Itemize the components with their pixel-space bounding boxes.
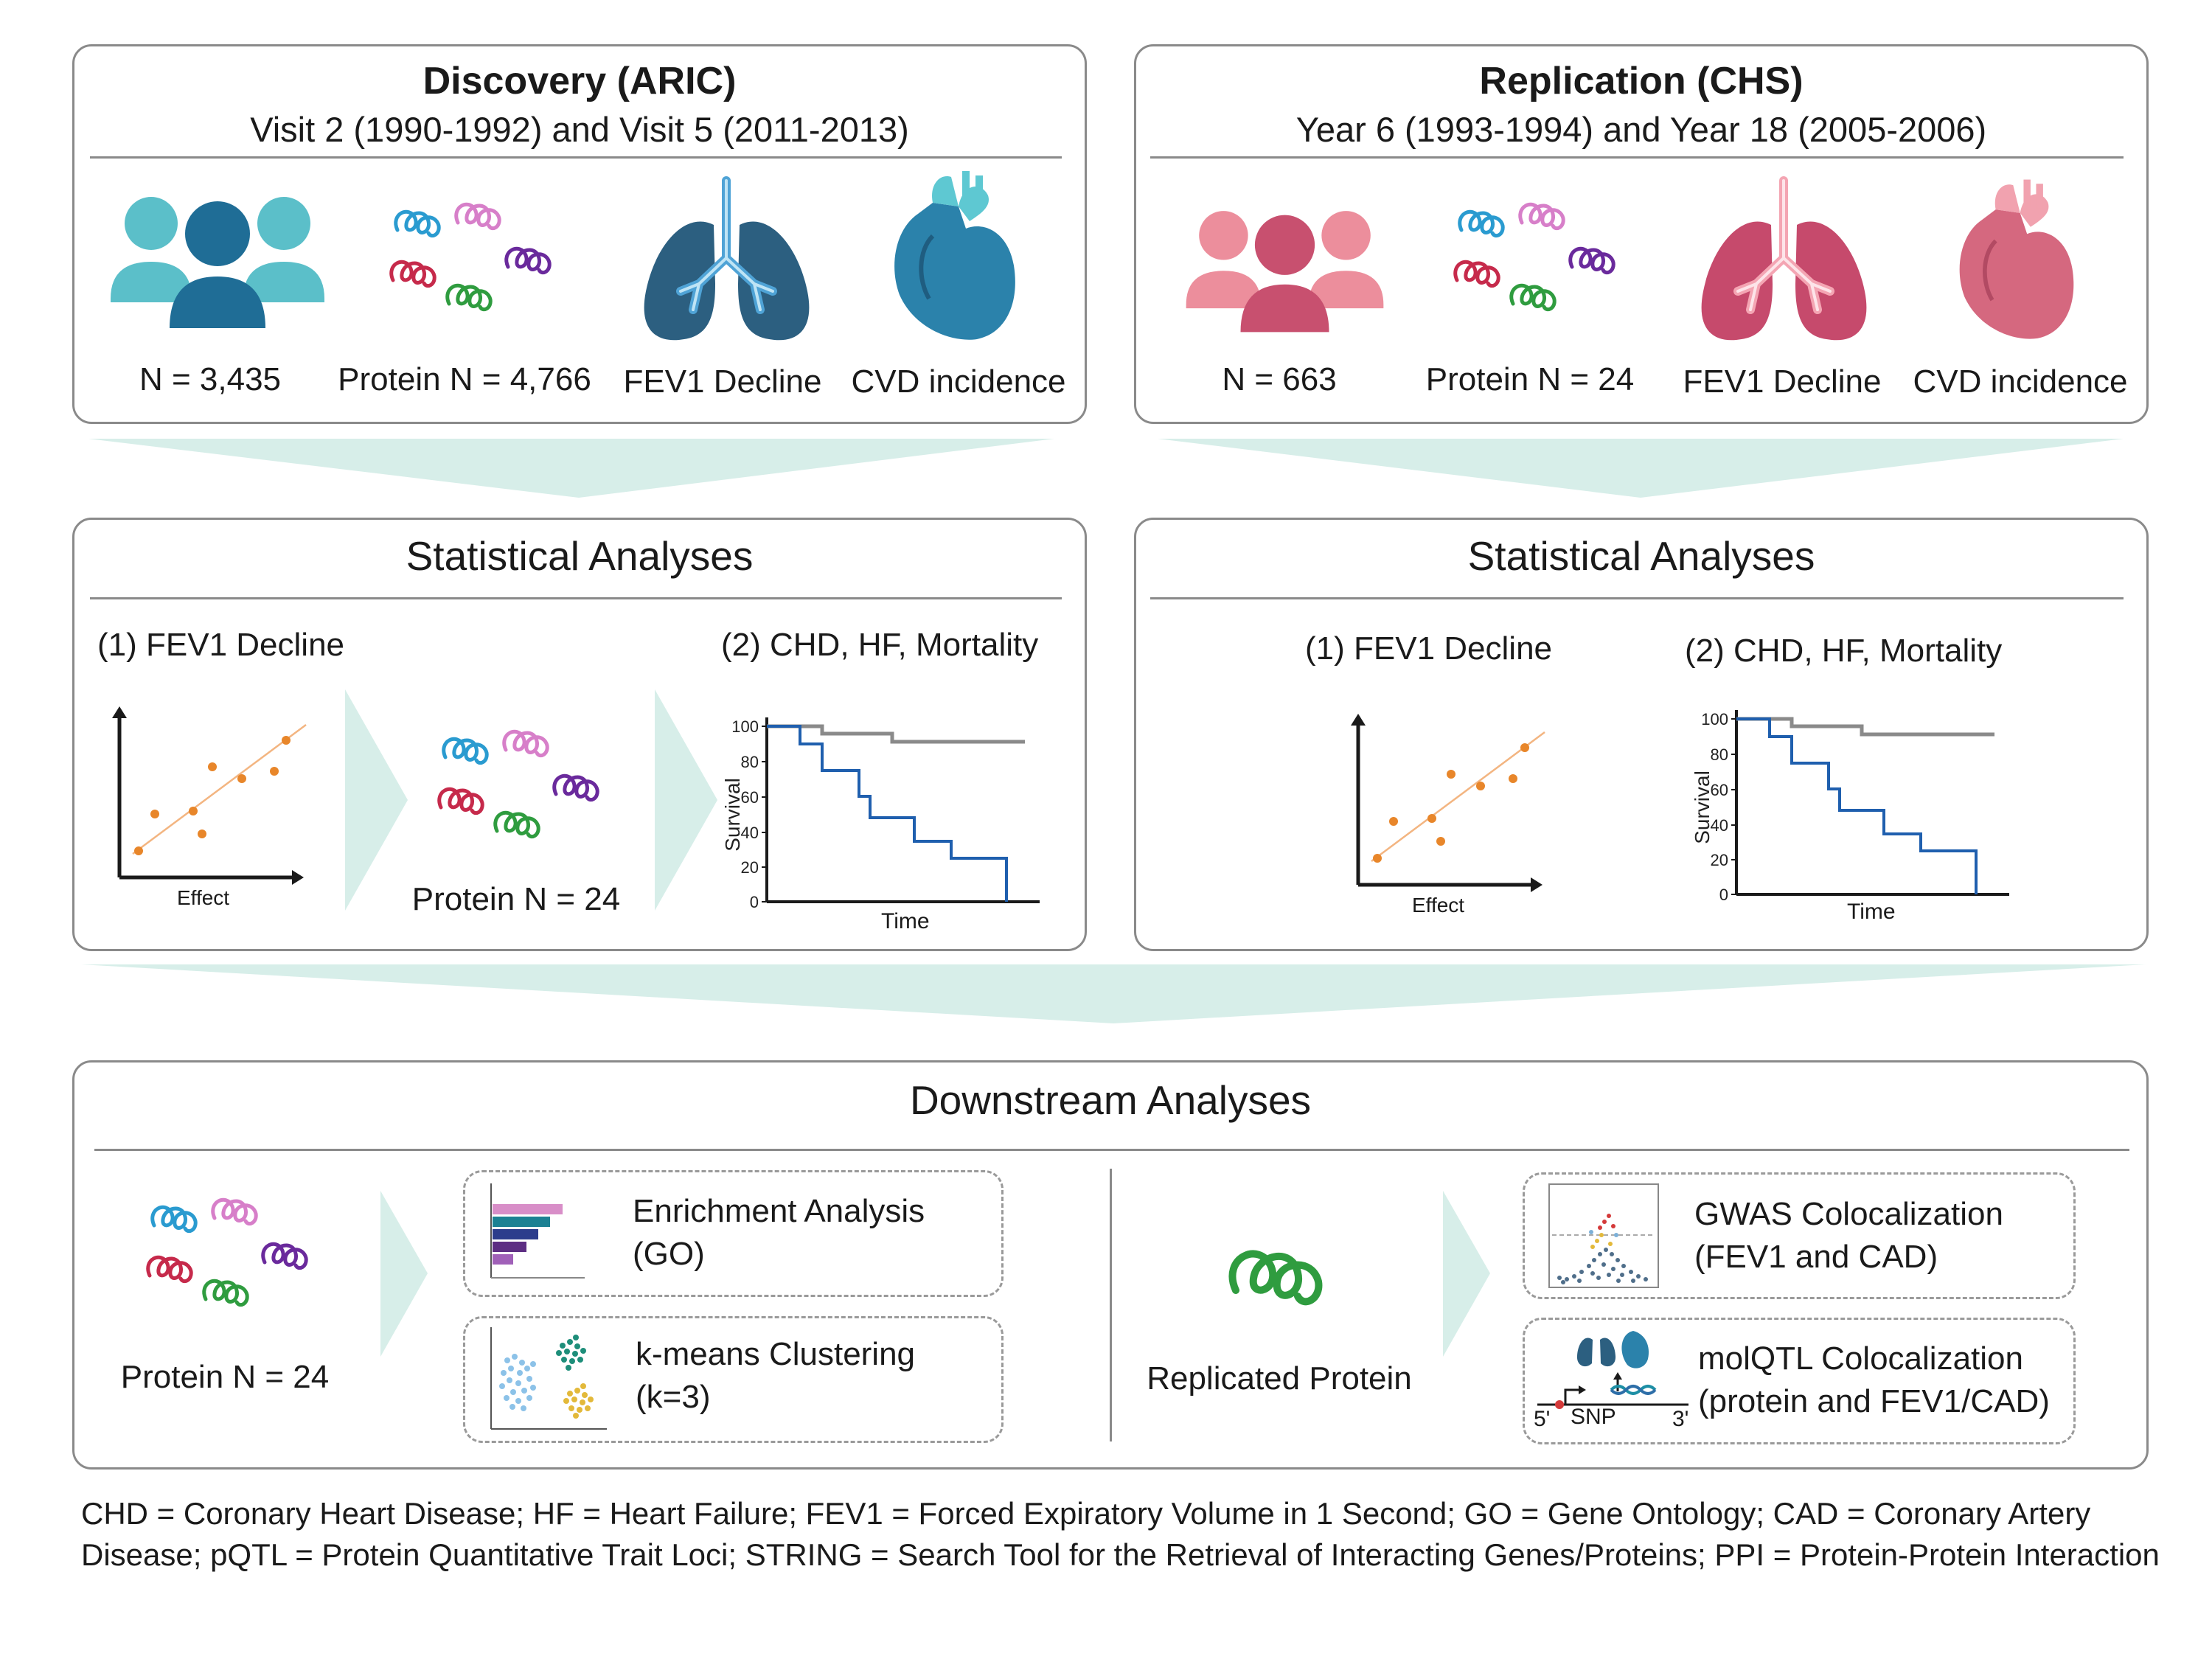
right-chevron-arrow [655, 689, 717, 911]
k-means-clustering-sub: (k=3) [636, 1379, 711, 1415]
scatter-x-axis-label: Effect [177, 886, 230, 909]
abbreviations-footnote: CHD = Coronary Heart Disease; HF = Heart… [81, 1496, 2160, 1572]
molqtl-colocalization-card [1523, 1318, 2076, 1444]
protein-count-label: Protein N = 24 [411, 881, 621, 917]
manhattan-plot-icon [1548, 1183, 1659, 1288]
downstream-analyses-title: Downstream Analyses [909, 1077, 1312, 1123]
km-tick: 20 [1711, 851, 1728, 869]
protein-count-label: Protein N = 24 [120, 1359, 330, 1395]
lungs-icon [644, 176, 810, 341]
replicated-protein-icon [1230, 1246, 1326, 1320]
replicated-protein-label: Replicated Protein [1147, 1360, 1412, 1397]
gwas-colocalization-sub: (FEV1 and CAD) [1694, 1239, 1938, 1275]
step-fev1-decline: (1) FEV1 Decline [1305, 630, 1553, 667]
five-prime-label: 5' [1534, 1407, 1551, 1431]
heart-icon [894, 171, 1015, 340]
discovery-divider [90, 156, 1062, 159]
participants-count-label: N = 3,435 [139, 361, 282, 397]
enrichment-analysis-card [463, 1170, 1004, 1297]
km-tick: 0 [1719, 886, 1728, 904]
participants-count-label: N = 663 [1222, 361, 1337, 397]
protein-count-label: Protein N = 24 [1425, 361, 1635, 397]
fev1-decline-label: FEV1 Decline [1683, 364, 1882, 400]
km-tick: 100 [731, 717, 759, 736]
km-y-axis-label: Survival [721, 778, 744, 852]
heart-icon [1959, 179, 2074, 339]
stats-divider [90, 597, 1062, 599]
km-tick: 100 [1701, 710, 1728, 728]
statistical-analyses-title: Statistical Analyses [1467, 533, 1815, 579]
molqtl-colocalization-sub: (protein and FEV1/CAD) [1698, 1383, 2050, 1419]
right-chevron-arrow [1443, 1191, 1490, 1357]
people-icon [111, 197, 324, 328]
protein-count-label: Protein N = 4,766 [338, 361, 591, 397]
step-chd-hf-mortality: (2) CHD, HF, Mortality [1685, 633, 2003, 669]
down-arrow [88, 439, 1054, 498]
km-tick: 60 [741, 788, 759, 807]
discovery-title: Discovery (ARIC) [422, 60, 737, 102]
proteins-icon [435, 726, 612, 855]
km-tick: 20 [741, 858, 759, 877]
fev1-decline-label: FEV1 Decline [623, 364, 822, 400]
bar-chart-icon [490, 1183, 585, 1279]
enrichment-analysis-label: Enrichment Analysis [633, 1193, 925, 1229]
gwas-colocalization-card [1523, 1172, 2076, 1299]
km-tick: 60 [1711, 781, 1728, 799]
km-x-axis-label: Time [881, 909, 930, 933]
km-tick: 40 [1711, 816, 1728, 835]
km-y-axis-label: Survival [1691, 771, 1714, 844]
cluster-plot-icon [490, 1327, 607, 1430]
proteins-icon [144, 1194, 321, 1324]
step-chd-hf-mortality: (2) CHD, HF, Mortality [721, 627, 1039, 663]
three-prime-label: 3' [1672, 1407, 1689, 1431]
step-fev1-decline: (1) FEV1 Decline [97, 627, 345, 663]
right-chevron-arrow [345, 689, 408, 911]
right-chevron-arrow [380, 1191, 428, 1357]
effect-scatter-plot [1351, 714, 1545, 892]
cvd-incidence-label: CVD incidence [851, 364, 1066, 400]
replication-divider [1150, 156, 2124, 159]
survival-curve-plot: 100 80 60 40 20 0 Survival [1691, 710, 2009, 904]
vertical-divider [1110, 1169, 1112, 1441]
gwas-colocalization-label: GWAS Colocalization [1694, 1196, 2003, 1232]
statistical-analyses-title: Statistical Analyses [406, 533, 754, 579]
cvd-incidence-label: CVD incidence [1913, 364, 2128, 400]
enrichment-analysis-sub: (GO) [633, 1236, 705, 1272]
km-tick: 40 [741, 824, 759, 842]
down-arrow [1158, 439, 2124, 498]
stats-divider [1150, 597, 2124, 599]
people-icon [1186, 211, 1384, 333]
replication-title: Replication (CHS) [1479, 60, 1804, 102]
proteins-icon [387, 199, 564, 328]
survival-curve-plot: 100 80 60 40 20 0 Survival [721, 717, 1040, 911]
k-means-clustering-card [463, 1316, 1004, 1443]
snp-dna-icon [1537, 1331, 1688, 1409]
lungs-icon [1701, 176, 1867, 341]
effect-scatter-plot [112, 706, 307, 885]
molqtl-colocalization-label: molQTL Colocalization [1698, 1340, 2023, 1377]
km-tick: 0 [750, 893, 759, 911]
proteins-icon [1451, 199, 1628, 328]
downstream-divider [94, 1149, 2129, 1151]
snp-label: SNP [1571, 1405, 1616, 1429]
km-x-axis-label: Time [1847, 900, 1896, 924]
replication-subtitle: Year 6 (1993-1994) and Year 18 (2005-200… [1295, 110, 1987, 149]
down-arrow [81, 964, 2146, 1023]
km-tick: 80 [741, 753, 759, 771]
scatter-x-axis-label: Effect [1412, 894, 1465, 917]
discovery-subtitle: Visit 2 (1990-1992) and Visit 5 (2011-20… [250, 110, 909, 149]
km-tick: 80 [1711, 745, 1728, 764]
k-means-clustering-label: k-means Clustering [636, 1336, 916, 1372]
